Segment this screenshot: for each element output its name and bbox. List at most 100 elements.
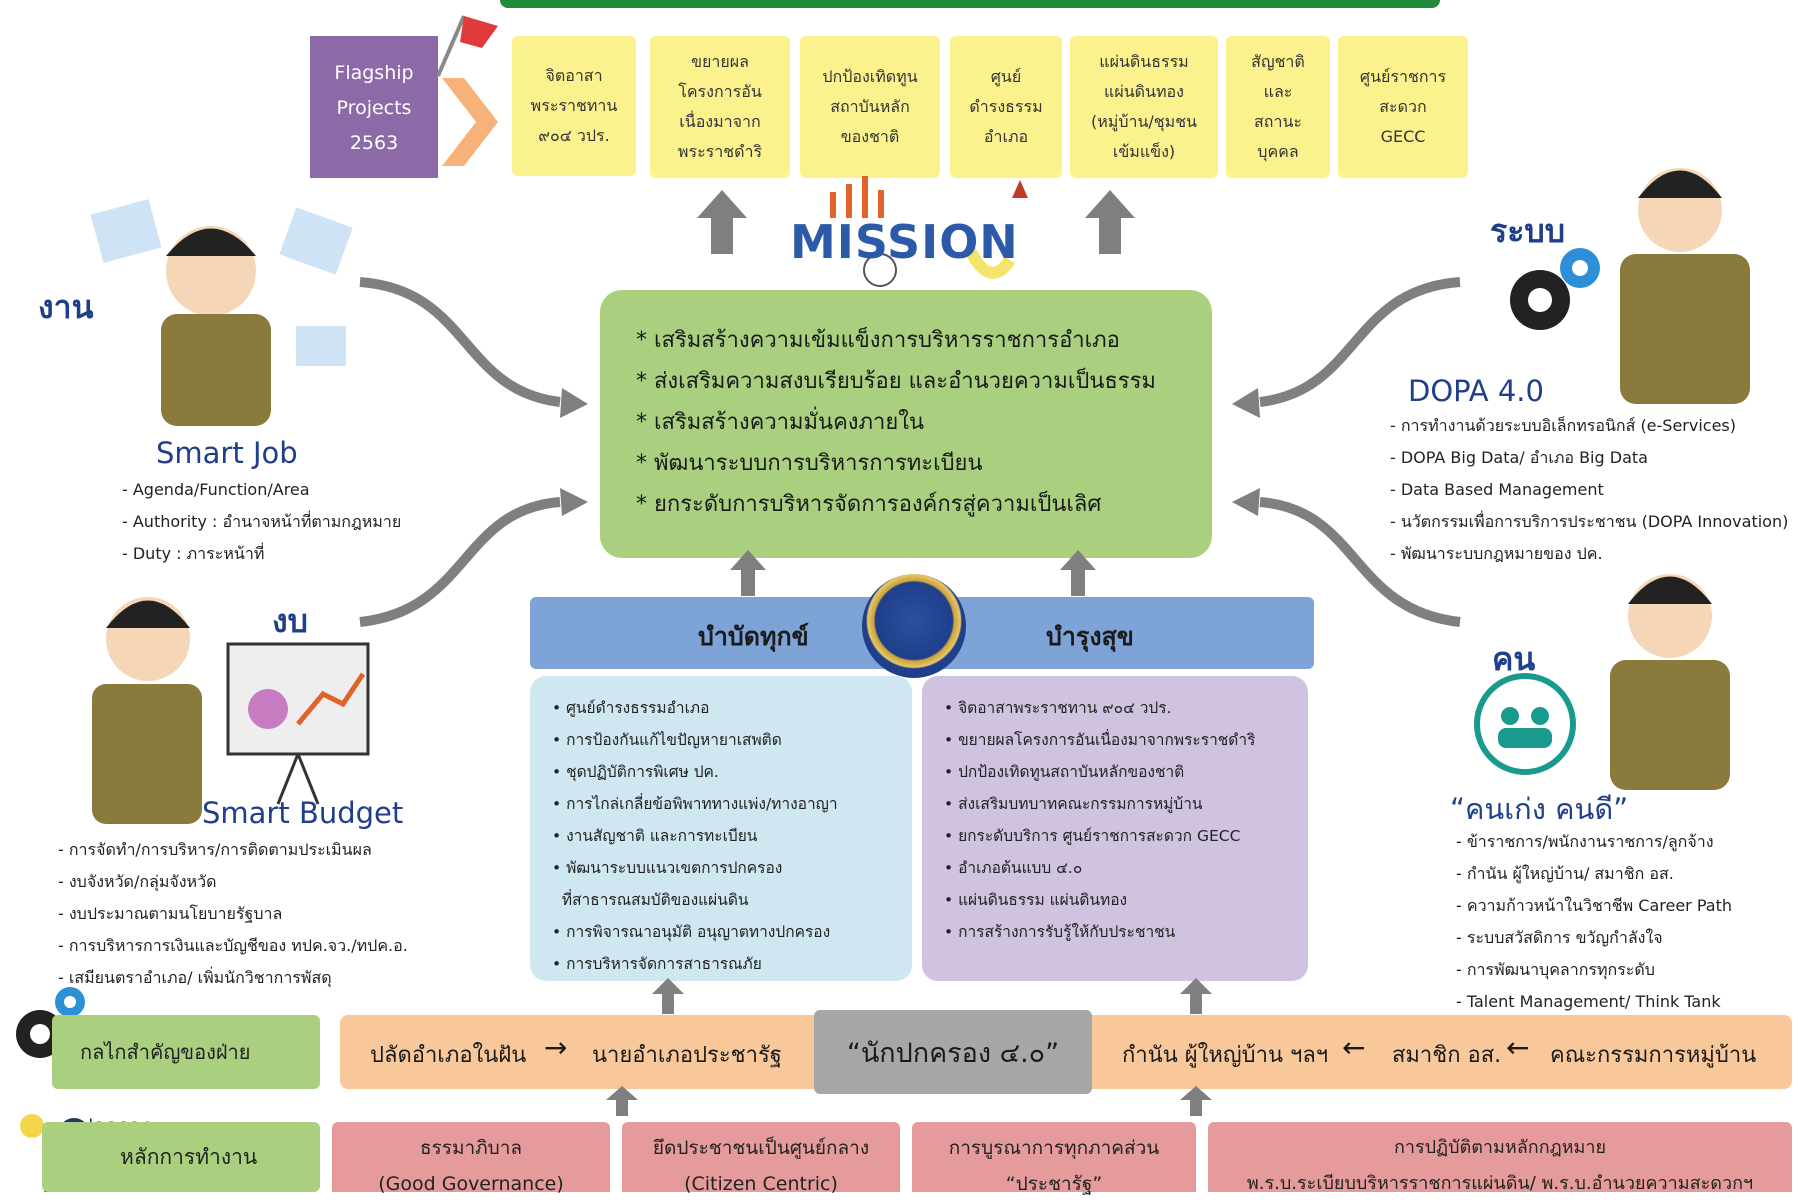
list-item: - กำนัน ผู้ใหญ่บ้าน/ สมาชิก อส. (1456, 864, 1674, 883)
top-accent-bar (500, 0, 1440, 8)
arrow-right-icon: → (544, 1031, 568, 1064)
project-box: แผ่นดินธรรม แผ่นดินทอง (หมู่บ้าน/ชุมชน เ… (1070, 36, 1218, 178)
list-item: ที่สาธารณสมบัติของแผ่นดิน (552, 891, 749, 909)
up-arrow-icon (730, 550, 766, 596)
list-item: • การสร้างการรับรู้ให้กับประชาชน (944, 923, 1176, 941)
flagship-line-3: 2563 (349, 132, 399, 154)
list-item: - ระบบสวัสดิการ ขวัญกำลังใจ (1456, 928, 1663, 947)
list-item: - เสมียนตราอำเภอ/ เพิ่มนักวิชาการพัสดุ (58, 968, 332, 987)
principle-subtitle: (Citizen Centric) (684, 1173, 838, 1195)
village-committee-label: คณะกรรมการหมู่บ้าน (1550, 1043, 1757, 1068)
officer-presentation-illustration (92, 597, 370, 824)
arrow-left-icon: ← (1506, 1031, 1530, 1064)
up-arrow-icon (1180, 978, 1212, 1014)
list-item: - พัฒนาระบบกฎหมายของ ปค. (1390, 544, 1603, 563)
curved-arrows-left-icon (359, 277, 588, 627)
list-item: - นวัตกรรมเพื่อการบริการประชาชน (DOPA In… (1390, 512, 1789, 531)
up-arrow-icon (1085, 190, 1135, 254)
up-arrow-icon (1180, 1086, 1212, 1116)
dopa-list: - การทำงานด้วยระบบอิเล็กทรอนิกส์ (e-Serv… (1390, 410, 1788, 570)
list-item: • ยกระดับบริการ ศูนย์ราชการสะดวก GECC (944, 827, 1241, 845)
principle-title: การบูรณาการทุกภาคส่วน (948, 1137, 1160, 1159)
list-item: • ชุดปฏิบัติการพิเศษ ปค. (552, 763, 719, 781)
principle-title: การปฏิบัติตามหลักกฎหมาย (1393, 1137, 1607, 1158)
list-item: • การบริหารจัดการสาธารณภัย (552, 955, 762, 973)
project-box: ขยายผล โครงการอัน เนื่องมาจาก พระราชดำริ (650, 36, 790, 178)
list-item: • ปกป้องเทิดทูนสถาบันหลักของชาติ (944, 763, 1185, 781)
list-item: • การพิจารณาอนุมัติ อนุญาตทางปกครอง (552, 923, 831, 941)
principle-box: การบูรณาการทุกภาคส่วน “ประชารัฐ” (912, 1122, 1196, 1195)
relief-tasks-panel: • ศูนย์ดำรงธรรมอำเภอ • การป้องกันแก้ไขปั… (530, 676, 912, 981)
list-item: • งานสัญชาติ และการทะเบียน (552, 827, 758, 845)
list-item: - Agenda/Function/Area (122, 480, 310, 499)
officer-illustration (90, 199, 353, 426)
dopa-title: DOPA 4.0 (1408, 374, 1544, 408)
arrow-left-icon: ← (1342, 1031, 1366, 1064)
principle-subtitle: “ประชารัฐ” (1005, 1173, 1103, 1195)
village-heads-label: กำนัน ผู้ใหญ่บ้าน ฯลฯ (1122, 1043, 1329, 1068)
principle-title: ยึดประชาชนเป็นศูนย์กลาง (652, 1137, 870, 1159)
district-chief-label: นายอำเภอประชารัฐ (592, 1043, 782, 1068)
smart-job-title: Smart Job (156, 436, 298, 470)
list-item: - การพัฒนาบุคลากรทุกระดับ (1456, 960, 1655, 979)
list-item: - การจัดทำ/การบริหาร/การติดตามประเมินผล (58, 840, 372, 859)
list-item: • ขยายผลโครงการอันเนื่องมาจากพระราชดำริ (944, 731, 1256, 749)
up-arrow-icon (697, 190, 747, 254)
list-item: • การไกล่เกลี่ยข้อพิพาททางแพ่ง/ทางอาญา (552, 795, 838, 813)
list-item: • แผ่นดินธรรม แผ่นดินทอง (944, 891, 1128, 909)
governor-4-badge: “นักปกครอง ๔.๐” (814, 1010, 1092, 1094)
people-list: - ข้าราชการ/พนักงานราชการ/ลูกจ้าง - กำนั… (1456, 826, 1732, 1018)
list-item: - Duty : ภาระหน้าที่ (122, 544, 265, 563)
project-box: ศูนย์ราชการ สะดวก GECC (1338, 36, 1468, 178)
list-item: - Talent Management/ Think Tank (1456, 992, 1721, 1011)
mission-item: * พัฒนาระบบการบริหารการทะเบียน (636, 451, 983, 476)
principle-box: การปฏิบัติตามหลักกฎหมาย พ.ร.บ.ระเบียบบริ… (1208, 1122, 1792, 1194)
list-item: - การทำงานด้วยระบบอิเล็กทรอนิกส์ (e-Serv… (1390, 416, 1737, 435)
up-arrow-icon (652, 978, 684, 1014)
mission-item: * ส่งเสริมความสงบเรียบร้อย และอำนวยความเ… (636, 369, 1156, 394)
department-seal-icon (862, 574, 966, 678)
principle-title: ธรรมาภิบาล (419, 1137, 523, 1159)
list-item: - งบจังหวัด/กลุ่มจังหวัด (58, 872, 217, 891)
list-item: - การบริหารการเงินและบัญชีของ ทปค.จว./ทป… (58, 936, 408, 955)
job-heading: งาน (38, 288, 94, 326)
list-item: • อำเภอต้นแบบ ๔.๐ (944, 859, 1083, 877)
smart-job-list: - Agenda/Function/Area - Authority : อำน… (122, 474, 401, 570)
list-item: - DOPA Big Data/ อำเภอ Big Data (1390, 448, 1648, 467)
principle-subtitle: (Good Governance) (378, 1173, 564, 1195)
work-principles-label: หลักการทำงาน (42, 1122, 320, 1192)
project-box: จิตอาสา พระราชทาน ๙๐๔ วปร. (512, 36, 636, 176)
list-item: - Authority : อำนาจหน้าที่ตามกฎหมาย (122, 512, 402, 531)
project-box: สัญชาติ และ สถานะ บุคคล (1226, 36, 1330, 178)
happiness-label: บำรุงสุข (1046, 622, 1134, 651)
project-box: ปกป้องเทิดทูน สถาบันหลัก ของชาติ (800, 36, 940, 178)
officer-gear-illustration (1510, 168, 1750, 404)
mission-title: MISSION (790, 215, 1019, 269)
system-heading: ระบบ (1490, 212, 1565, 250)
up-arrow-icon (1060, 550, 1096, 596)
up-arrow-icon (606, 1086, 638, 1116)
list-item: - ความก้าวหน้าในวิชาชีพ Career Path (1456, 896, 1732, 915)
mechanism-label: กลไกสำคัญของฝ่ายปกครอง (52, 1015, 320, 1138)
officer-people-illustration (1474, 574, 1730, 790)
list-item: • พัฒนาระบบแนวเขตการปกครอง (552, 859, 783, 877)
list-item: - ข้าราชการ/พนักงานราชการ/ลูกจ้าง (1456, 832, 1714, 851)
volunteer-label: สมาชิก อส. (1392, 1043, 1502, 1068)
principle-box: ยึดประชาชนเป็นศูนย์กลาง (Citizen Centric… (622, 1122, 900, 1195)
principle-box: ธรรมาภิบาล (Good Governance) (332, 1122, 610, 1195)
smart-budget-list: - การจัดทำ/การบริหาร/การติดตามประเมินผล … (58, 834, 408, 994)
dream-deputy-label: ปลัดอำเภอในฝัน (370, 1043, 527, 1068)
budget-heading: งบ (272, 602, 308, 640)
mission-item: * ยกระดับการบริหารจัดการองค์กรสู่ความเป็… (636, 492, 1102, 517)
flagship-line-2: Projects (336, 97, 412, 119)
smart-budget-title: Smart Budget (202, 796, 404, 830)
good-people-title: “คนเก่ง คนดี” (1450, 792, 1629, 826)
list-item: • ศูนย์ดำรงธรรมอำเภอ (552, 699, 710, 717)
happiness-tasks-panel: • จิตอาสาพระราชทาน ๙๐๔ วปร. • ขยายผลโครง… (922, 676, 1308, 981)
flagship-label: Flagship Projects 2563 (310, 36, 438, 178)
mission-item: * เสริมสร้างความเข้มแข็งการบริหารราชการอ… (636, 328, 1120, 353)
principle-subtitle: พ.ร.บ.ระเบียบบริหารราชการแผ่นดิน/ พ.ร.บ.… (1246, 1173, 1754, 1194)
mission-item: * เสริมสร้างความมั่นคงภายใน (636, 410, 925, 435)
flag-icon (436, 15, 498, 166)
mission-graphic (830, 176, 1028, 287)
